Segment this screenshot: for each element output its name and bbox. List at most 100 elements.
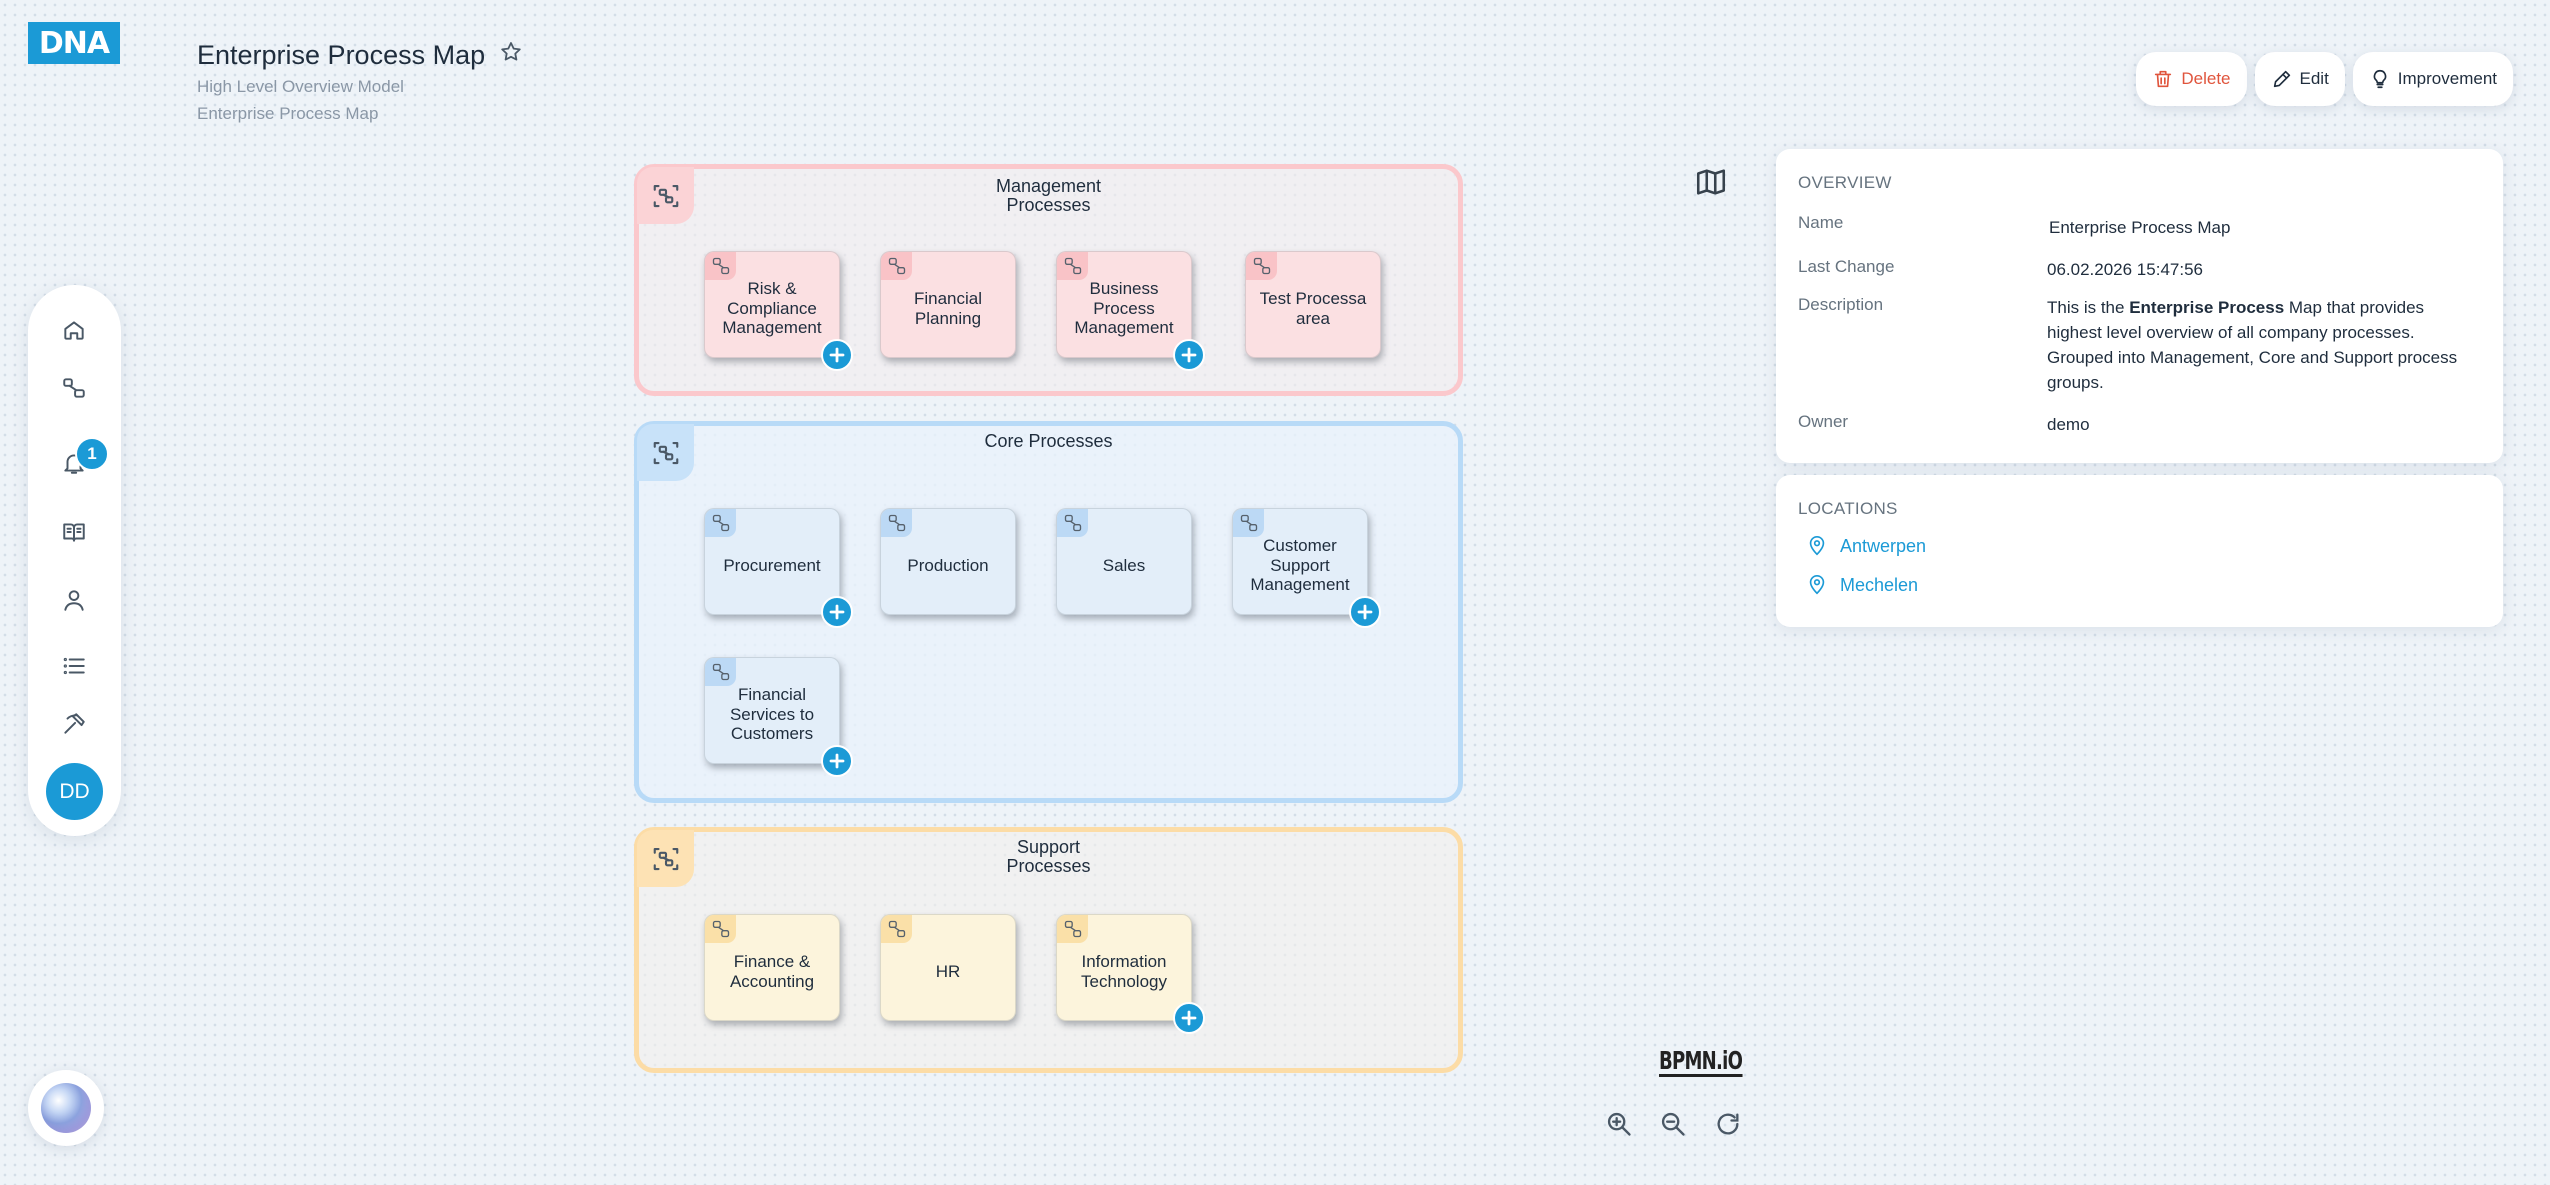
breadcrumb[interactable]: Enterprise Process Map bbox=[197, 104, 379, 123]
edit-button[interactable]: Edit bbox=[2254, 52, 2345, 106]
location-label: Antwerpen bbox=[1840, 535, 1927, 556]
process-icon[interactable] bbox=[59, 373, 89, 403]
task-finance-accounting[interactable]: Finance & Accounting bbox=[704, 914, 840, 1021]
improvement-button[interactable]: Improvement bbox=[2352, 52, 2513, 106]
expand-plus-button[interactable] bbox=[1349, 596, 1381, 628]
reset-view-icon[interactable] bbox=[1714, 1110, 1744, 1140]
subprocess-icon bbox=[881, 915, 912, 943]
task-customer-support-management[interactable]: Customer Support Management bbox=[1232, 508, 1381, 628]
description-value: This is the Enterprise Process Map that … bbox=[2047, 295, 2477, 395]
expand-plus-button[interactable] bbox=[821, 596, 853, 628]
task-test-processa-area[interactable]: Test Processa area bbox=[1245, 251, 1381, 358]
pool-label: Management Processes bbox=[995, 176, 1102, 215]
user-icon[interactable] bbox=[59, 585, 89, 615]
expand-plus-button[interactable] bbox=[1173, 1002, 1205, 1034]
assistant-orb-button[interactable] bbox=[28, 1070, 104, 1146]
description-bold-text: Enterprise Process bbox=[2129, 298, 2285, 317]
trash-icon bbox=[2155, 70, 2172, 88]
pencil-icon bbox=[2273, 70, 2290, 88]
subprocess-icon bbox=[705, 658, 736, 686]
task-label: Financial Planning bbox=[913, 289, 983, 328]
pool-label: Support Processes bbox=[1006, 837, 1091, 876]
edit-label: Edit bbox=[2299, 69, 2329, 88]
subprocess-icon bbox=[705, 915, 736, 943]
locations-card: LOCATIONS Antwerpen Mechelen bbox=[1776, 475, 2503, 627]
pool-management-processes[interactable]: Management Processes Risk & Compliance M… bbox=[634, 164, 1463, 396]
group-icon bbox=[637, 830, 694, 887]
page-title: Enterprise Process Map bbox=[197, 40, 523, 71]
task-business-process-management[interactable]: Business Process Management bbox=[1056, 251, 1205, 371]
task-label: Information Technology bbox=[1080, 952, 1167, 991]
page-subtitle: High Level Overview Model bbox=[197, 77, 404, 96]
subprocess-icon bbox=[1246, 252, 1277, 280]
owner-value: demo bbox=[2047, 415, 2090, 434]
subprocess-icon bbox=[705, 252, 736, 280]
notification-badge: 1 bbox=[75, 437, 109, 471]
location-pin-icon bbox=[1809, 536, 1825, 556]
task-label: Sales bbox=[1102, 555, 1146, 575]
description-text: Map that provides highest level overview… bbox=[2047, 298, 2458, 392]
location-link-mechelen[interactable]: Mechelen bbox=[1806, 574, 1918, 596]
task-financial-services[interactable]: Financial Services to Customers bbox=[704, 657, 853, 777]
pool-core-processes[interactable]: Core Processes Procurement Production Sa… bbox=[634, 421, 1463, 803]
hammer-icon[interactable] bbox=[59, 709, 89, 739]
last-change-label: Last Change bbox=[1798, 257, 1895, 276]
subprocess-icon bbox=[1057, 509, 1088, 537]
location-label: Mechelen bbox=[1840, 574, 1919, 595]
book-icon[interactable] bbox=[59, 517, 89, 547]
sidebar: 1 DD bbox=[28, 285, 121, 836]
delete-button[interactable]: Delete bbox=[2136, 52, 2247, 106]
task-information-technology[interactable]: Information Technology bbox=[1056, 914, 1205, 1034]
task-risk-compliance[interactable]: Risk & Compliance Management bbox=[704, 251, 853, 371]
task-label: Business Process Management bbox=[1074, 279, 1174, 338]
expand-plus-button[interactable] bbox=[821, 745, 853, 777]
pool-support-processes[interactable]: Support Processes Finance & Accounting H… bbox=[634, 827, 1463, 1073]
page-title-text: Enterprise Process Map bbox=[197, 40, 486, 70]
task-label: Production bbox=[907, 555, 989, 575]
subprocess-icon bbox=[705, 509, 736, 537]
assistant-orb-icon bbox=[41, 1083, 91, 1133]
dna-logo[interactable]: DNA bbox=[28, 22, 120, 64]
subprocess-icon bbox=[881, 509, 912, 537]
task-production[interactable]: Production bbox=[880, 508, 1016, 615]
name-label: Name bbox=[1798, 213, 1844, 232]
subprocess-icon bbox=[1057, 915, 1088, 943]
bpmn-io-logo[interactable]: BPMN.iO bbox=[1659, 1046, 1743, 1077]
task-financial-planning[interactable]: Financial Planning bbox=[880, 251, 1016, 358]
last-change-value: 06.02.2026 15:47:56 bbox=[2047, 260, 2203, 279]
avatar[interactable]: DD bbox=[46, 763, 103, 820]
task-label: Procurement bbox=[723, 555, 821, 575]
owner-label: Owner bbox=[1798, 412, 1849, 431]
expand-plus-button[interactable] bbox=[821, 339, 853, 371]
subprocess-icon bbox=[881, 252, 912, 280]
task-procurement[interactable]: Procurement bbox=[704, 508, 853, 628]
map-icon[interactable] bbox=[1694, 165, 1728, 199]
list-icon[interactable] bbox=[59, 651, 89, 681]
home-icon[interactable] bbox=[59, 315, 89, 345]
task-sales[interactable]: Sales bbox=[1056, 508, 1192, 615]
task-label: HR bbox=[935, 961, 961, 981]
task-label: Financial Services to Customers bbox=[729, 685, 815, 744]
zoom-in-icon[interactable] bbox=[1605, 1110, 1635, 1140]
task-hr[interactable]: HR bbox=[880, 914, 1016, 1021]
location-pin-icon bbox=[1809, 575, 1825, 595]
locations-heading: LOCATIONS bbox=[1798, 499, 1898, 518]
task-label: Customer Support Management bbox=[1250, 536, 1350, 595]
lightbulb-icon bbox=[2373, 69, 2387, 89]
group-icon bbox=[637, 167, 694, 224]
task-label: Risk & Compliance Management bbox=[722, 279, 822, 338]
expand-plus-button[interactable] bbox=[1173, 339, 1205, 371]
zoom-out-icon[interactable] bbox=[1659, 1110, 1689, 1140]
improvement-label: Improvement bbox=[2397, 69, 2497, 88]
description-text: This is the bbox=[2047, 298, 2130, 317]
description-label: Description bbox=[1798, 295, 1884, 314]
location-link-antwerpen[interactable]: Antwerpen bbox=[1806, 535, 1926, 557]
delete-label: Delete bbox=[2181, 69, 2231, 88]
star-icon[interactable] bbox=[499, 40, 523, 71]
task-label: Finance & Accounting bbox=[729, 952, 815, 991]
group-icon bbox=[637, 424, 694, 481]
name-value: Enterprise Process Map bbox=[2049, 218, 2231, 237]
action-toolbar: Delete Edit Improvement bbox=[2136, 52, 2513, 106]
subprocess-icon bbox=[1233, 509, 1264, 537]
page-header: Enterprise Process Map High Level Overvi… bbox=[197, 40, 523, 124]
